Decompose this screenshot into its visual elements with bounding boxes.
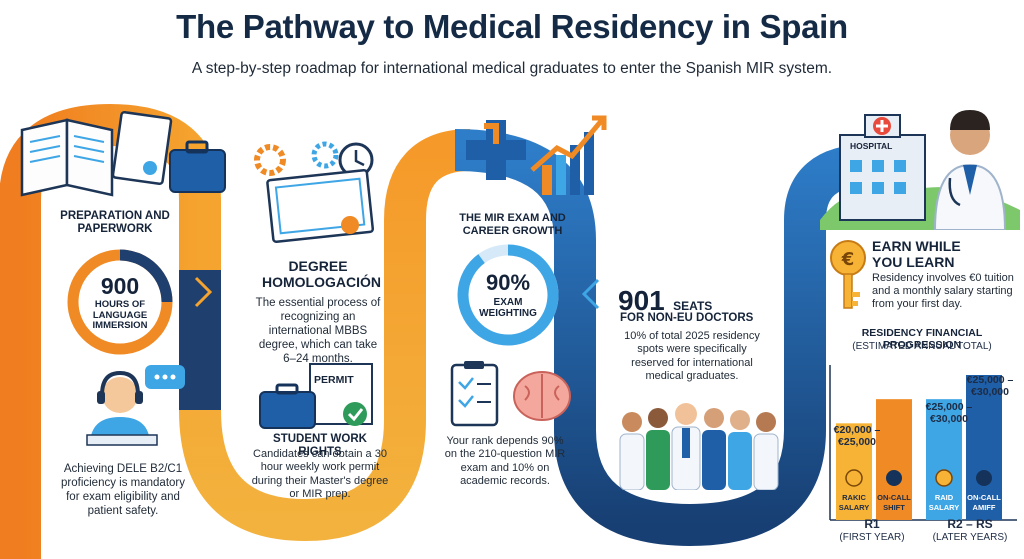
euro-coin-icon [845, 469, 863, 487]
step3-heading: THE MIR EXAM AND CAREER GROWTH [459, 212, 566, 237]
step1-illustration [20, 110, 226, 197]
document-icon [111, 110, 173, 186]
clipboard-icon [450, 361, 499, 427]
series-label-0-0: RAKIC [842, 493, 866, 502]
step1-heading: PREPARATION AND PAPERWORK [60, 210, 170, 236]
step2-permit [259, 363, 373, 429]
moon-icon [886, 470, 902, 486]
series-label-0-1: ON-CALL [877, 493, 911, 502]
step3-body: Your rank depends 90% on the 210-questio… [444, 435, 566, 488]
category-r1: R1 [864, 517, 880, 531]
step3-illustration [466, 115, 607, 195]
euro-coin-icon [935, 469, 953, 487]
step4-body: 10% of total 2025 residency spots were s… [624, 330, 760, 383]
hospital-label: HOSPITAL [850, 141, 893, 151]
step5-heading: EARN WHILE YOU LEARN [872, 238, 961, 271]
financial-bar-chart: RAKICSALARYON-CALLSHIFTRAIDSALARYON-CALL… [829, 365, 1017, 521]
category-r2-sub: (LATER YEARS) [932, 532, 1008, 543]
bar-r2rs-series-1 [966, 375, 1002, 520]
step2-illustration [254, 141, 375, 244]
step3-ring-label: EXAM WEIGHTING [479, 297, 537, 320]
step5-illustration [820, 110, 1020, 230]
step3-icons [450, 361, 571, 427]
page-title: The Pathway to Medical Residency in Spai… [176, 8, 848, 45]
doctors-group-icon [619, 403, 779, 490]
step2-work-body: Candidates can obtain a 30 hour weekly w… [251, 448, 389, 501]
seats-number: 901 [618, 285, 665, 316]
check-icon [343, 402, 367, 426]
series-label-0-0: SALARY [839, 503, 870, 512]
clock-icon [338, 142, 374, 178]
step1-body: Achieving DELE B2/C1 proficiency is mand… [61, 463, 185, 518]
category-r1-sub: (FIRST YEAR) [839, 532, 905, 543]
page-subtitle: A step-by-step roadmap for international… [191, 60, 833, 77]
step3-ring-number: 90% [485, 270, 531, 295]
bar-r2rs-series-0 [926, 399, 962, 520]
step2-heading: DEGREE HOMOLOGACIÓN [262, 258, 381, 291]
svg-text:€: € [841, 249, 855, 270]
series-label-1-1: AMIFF [973, 503, 996, 512]
briefcase-icon [169, 140, 226, 193]
step1-ring [67, 249, 173, 355]
series-label-1-0: RAID [935, 493, 954, 502]
chat-bubble-icon [145, 365, 185, 389]
step1-student [86, 365, 185, 446]
permit-briefcase-icon [259, 383, 316, 429]
step3-ring [457, 244, 559, 346]
student-headphones-icon [86, 370, 158, 446]
category-r2: R2 – RS [947, 517, 993, 531]
euro-key-icon: € [830, 240, 866, 309]
series-label-0-1: SHIFT [883, 503, 905, 512]
bar-r1-series-1 [876, 399, 912, 520]
chart-title: RESIDENCY FINANCIAL PROGRESSION [861, 327, 983, 352]
exam-weighting-arc [457, 244, 559, 346]
step2-body: The essential process of recognizing an … [255, 297, 381, 366]
step5-body: Residency involves €0 tuition and a mont… [872, 272, 1014, 311]
book-icon [20, 118, 114, 197]
growth-chart-icon [530, 115, 607, 195]
bar-value-label-r2-oncall: €25,000 –€30,000 [966, 374, 1014, 398]
step1-ring-label: HOURS OF LANGUAGE IMMERSION [92, 299, 148, 332]
hospital-icon [839, 114, 926, 221]
series-label-1-1: ON-CALL [967, 493, 1001, 502]
brain-icon [513, 371, 571, 421]
series-label-1-0: SALARY [929, 503, 960, 512]
medical-cross-icon [466, 120, 526, 180]
seats-sub: FOR NON-EU DOCTORS [620, 312, 754, 324]
seats-line: 901 SEATS [618, 285, 778, 317]
step2-work-heading: STUDENT WORK RIGHTS [273, 433, 367, 459]
seats-label: SEATS [673, 299, 713, 313]
doctor-icon [933, 110, 1007, 230]
step1-ring-number: 900 [100, 273, 140, 299]
gears-icon [254, 141, 339, 176]
permit-label: PERMIT [314, 374, 354, 386]
chart-subtitle: (ESTIMATED ANNUAL TOTAL) [852, 341, 992, 352]
bar-value-label-r1-salary: €20,000 –€25,000 [833, 424, 881, 448]
certificate-icon [266, 168, 375, 244]
bar-value-label-r2-salary: €25,000 –€30,000 [925, 401, 973, 425]
moon-icon [976, 470, 992, 486]
